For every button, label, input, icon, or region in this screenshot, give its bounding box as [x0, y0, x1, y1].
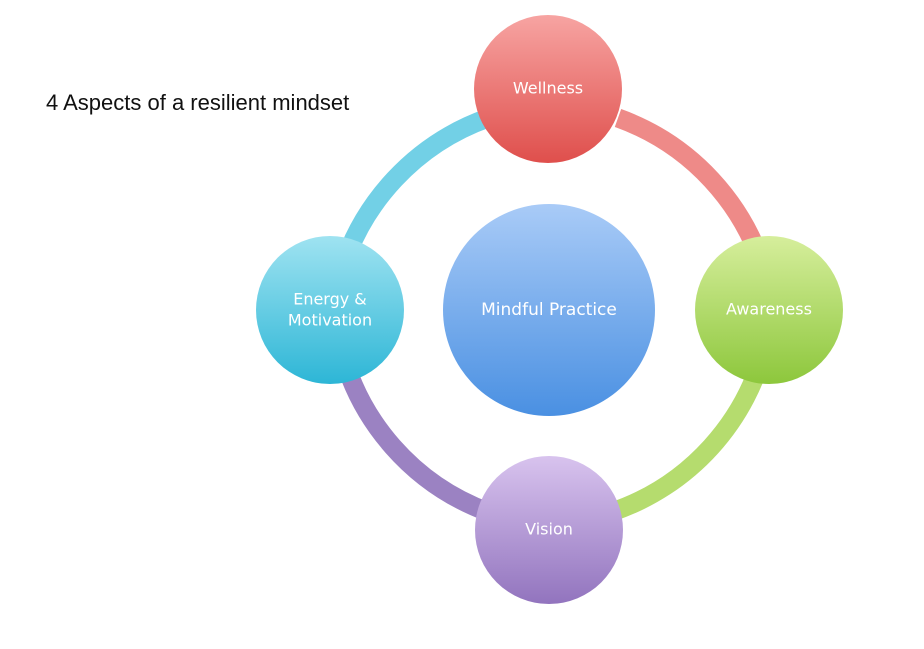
- node-awareness: Awareness: [695, 236, 843, 384]
- center-node: Mindful Practice: [443, 204, 655, 416]
- node-energy-label-line1: Energy &: [293, 290, 367, 309]
- node-vision-label: Vision: [525, 520, 573, 539]
- node-energy-motivation: Energy & Motivation: [256, 236, 404, 384]
- page-title: 4 Aspects of a resilient mindset: [46, 90, 350, 115]
- node-energy-label-line2: Motivation: [288, 311, 372, 330]
- node-vision: Vision: [475, 456, 623, 604]
- node-wellness: Wellness: [474, 15, 622, 163]
- node-wellness-label: Wellness: [513, 79, 583, 98]
- center-node-label: Mindful Practice: [481, 300, 617, 320]
- node-awareness-label: Awareness: [726, 300, 812, 319]
